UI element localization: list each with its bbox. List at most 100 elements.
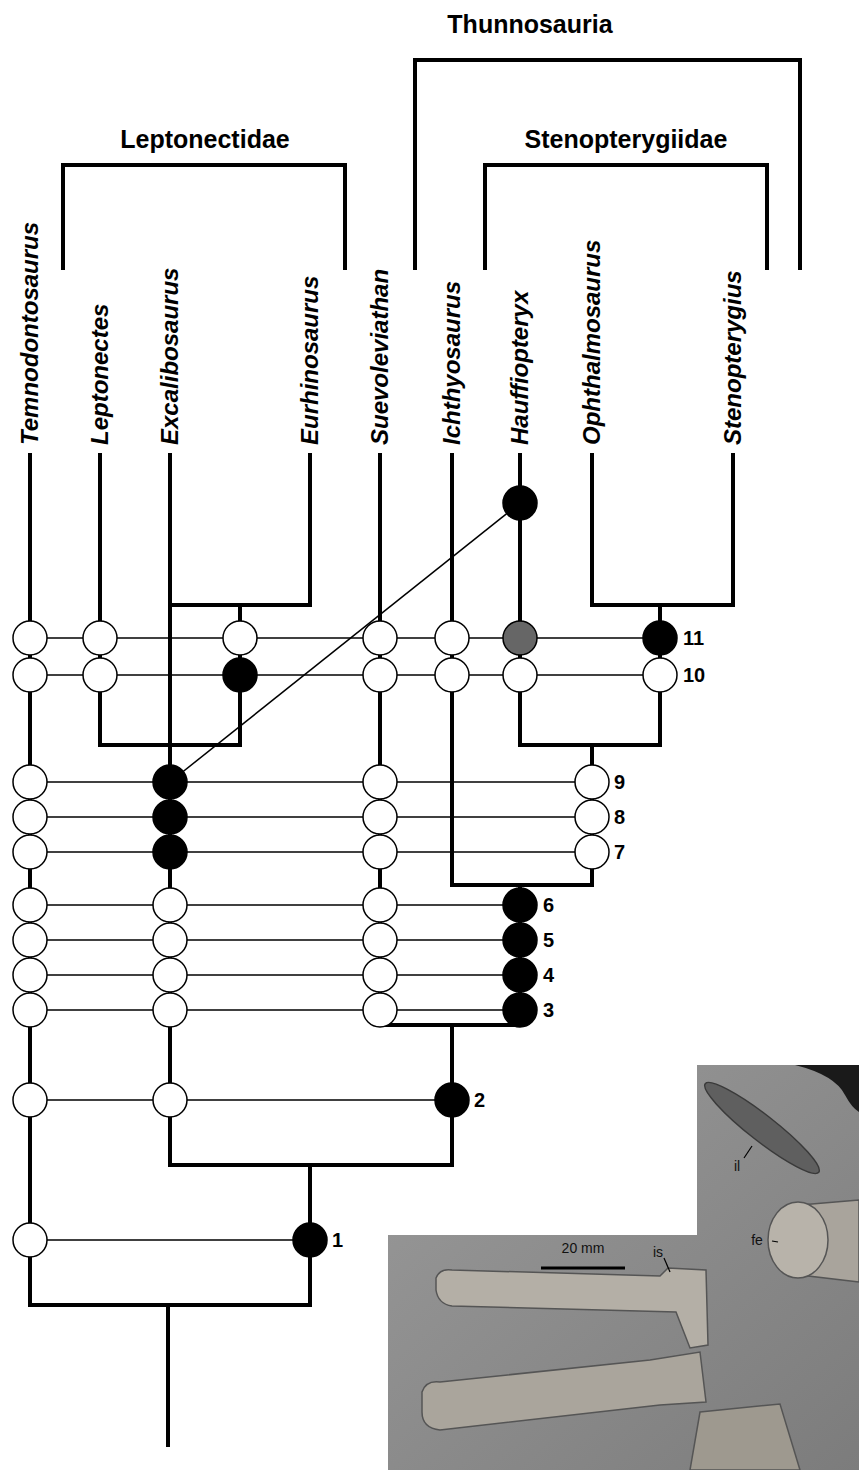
character-state — [575, 800, 609, 834]
character-state — [223, 658, 257, 692]
character-state — [435, 658, 469, 692]
character-state — [503, 993, 537, 1027]
taxon-name: Excalibosaurus — [156, 268, 184, 445]
part-label: is — [653, 1244, 663, 1260]
character-state — [13, 765, 47, 799]
tree-branch — [520, 743, 660, 747]
taxon-name: Ichthyosaurus — [438, 281, 466, 445]
clade-bracket — [485, 165, 767, 270]
character-state — [223, 621, 257, 655]
character-state — [503, 958, 537, 992]
character-state — [153, 1083, 187, 1117]
character-state — [575, 835, 609, 869]
character-state — [363, 923, 397, 957]
character-number: 8 — [614, 806, 625, 828]
character-state — [643, 658, 677, 692]
character-state — [363, 888, 397, 922]
clade-name: Thunnosauria — [447, 10, 612, 38]
tree-branch — [100, 743, 240, 747]
character-line — [30, 904, 520, 906]
taxon-name: Stenopterygius — [719, 270, 747, 445]
character-state — [153, 835, 187, 869]
rock-edge — [795, 1065, 859, 1112]
character-state — [435, 1083, 469, 1117]
character-state — [153, 765, 187, 799]
character-number: 3 — [543, 999, 554, 1021]
character-state — [13, 1083, 47, 1117]
part-label: il — [734, 1158, 740, 1174]
character-line — [30, 974, 520, 976]
character-state — [153, 888, 187, 922]
character-state — [13, 835, 47, 869]
character-state — [363, 658, 397, 692]
character-state — [153, 923, 187, 957]
character-line — [30, 939, 520, 941]
rock-ground — [388, 1065, 859, 1470]
character-state — [153, 993, 187, 1027]
character-state — [503, 486, 537, 520]
character-state — [363, 835, 397, 869]
tree-branch — [308, 455, 312, 605]
character-state — [13, 993, 47, 1027]
clade-bracket — [415, 60, 800, 270]
character-state — [13, 888, 47, 922]
character-state — [153, 800, 187, 834]
character-number: 10 — [683, 664, 705, 686]
character-state — [363, 765, 397, 799]
character-state — [503, 923, 537, 957]
character-state — [13, 658, 47, 692]
character-line — [30, 1239, 310, 1241]
taxon-name: Temnodontosaurus — [16, 222, 44, 445]
pubis-bone — [422, 1352, 706, 1430]
character-number: 11 — [683, 627, 704, 649]
character-number: 7 — [614, 841, 625, 863]
part-label: fe — [751, 1232, 763, 1248]
character-state — [13, 621, 47, 655]
scale-bar — [541, 1267, 625, 1270]
scale-label: 20 mm — [562, 1240, 605, 1256]
character-state — [643, 621, 677, 655]
character-line — [170, 503, 520, 782]
femur-head — [768, 1202, 828, 1278]
tree-branch — [731, 455, 735, 605]
character-state — [13, 1223, 47, 1257]
ischium-bone — [436, 1268, 708, 1348]
tree-branch — [380, 1023, 520, 1027]
character-line — [30, 1009, 520, 1011]
character-number: 1 — [332, 1229, 343, 1251]
character-state — [503, 888, 537, 922]
character-number: 9 — [614, 771, 625, 793]
character-state — [13, 958, 47, 992]
tree-branch — [98, 455, 102, 745]
tree-branch — [452, 883, 592, 887]
character-state — [363, 993, 397, 1027]
character-state — [503, 658, 537, 692]
character-line — [30, 851, 592, 853]
taxon-name: Hauffiopteryx — [506, 291, 534, 445]
character-state — [83, 658, 117, 692]
character-state — [363, 800, 397, 834]
character-number: 4 — [543, 964, 554, 986]
tree-branch — [170, 1163, 452, 1167]
leader-line — [772, 1241, 778, 1242]
character-number: 5 — [543, 929, 554, 951]
character-number: 6 — [543, 894, 554, 916]
taxon-name: Leptonectes — [86, 304, 114, 445]
character-line — [30, 816, 592, 818]
character-state — [153, 958, 187, 992]
character-state — [363, 958, 397, 992]
tree-branch — [590, 455, 594, 605]
ilium-bone — [697, 1073, 826, 1182]
clade-name: Leptonectidae — [120, 125, 289, 153]
leader-line — [744, 1146, 752, 1158]
character-line — [30, 637, 660, 639]
character-state — [293, 1223, 327, 1257]
tree-branch — [166, 1305, 170, 1445]
taxon-name: Suevoleviathan — [366, 269, 394, 445]
taxon-name: Eurhinosaurus — [296, 276, 324, 445]
character-line — [30, 674, 660, 676]
taxon-name: Ophthalmosaurus — [578, 240, 606, 445]
character-state — [363, 621, 397, 655]
